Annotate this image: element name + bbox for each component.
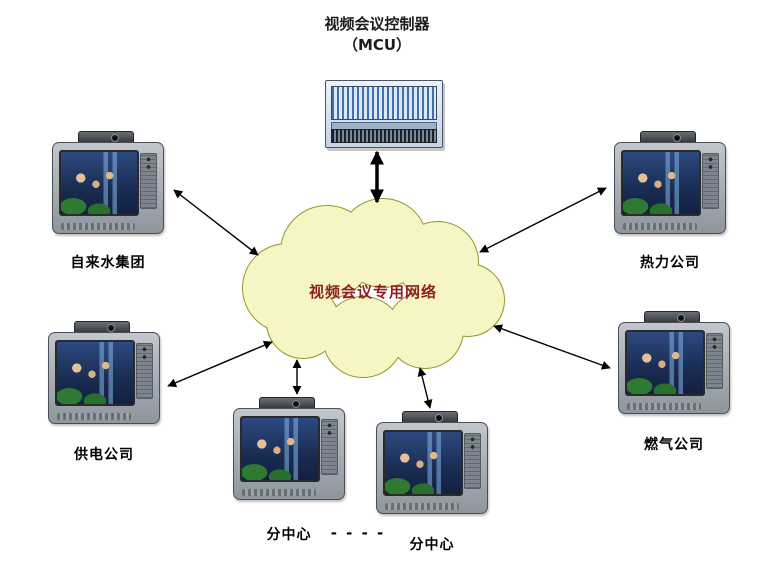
tv-control-panel (136, 343, 153, 399)
tv-screen (240, 416, 320, 482)
label-subcenter-right: 分中心 (409, 537, 455, 553)
subcenter-dashes: - - - - (330, 524, 386, 542)
link-cloud-power (167, 341, 273, 387)
mcu-device-icon (325, 80, 443, 148)
tv-control-panel (321, 419, 338, 475)
tv-terminal-water (52, 131, 164, 234)
tv-control-panel (140, 153, 157, 209)
mcu-vents (331, 129, 437, 143)
tv-speaker-grill (61, 223, 135, 230)
tv-control-panel (706, 333, 723, 389)
tv-screen (383, 430, 463, 496)
link-cloud-subcenter-right (417, 367, 433, 409)
tv-control-panel (702, 153, 719, 209)
tv-screen (625, 330, 705, 396)
tv-screen (59, 150, 139, 216)
tv-body (48, 332, 160, 424)
tv-screen (55, 340, 135, 406)
tv-speaker-grill (242, 489, 316, 496)
tv-body (618, 322, 730, 414)
tv-body (376, 422, 488, 514)
tv-speaker-grill (57, 413, 131, 420)
tv-terminal-power (48, 321, 160, 424)
tv-terminal-subcenter-right (376, 411, 488, 514)
cloud-label: 视频会议专用网络 (308, 283, 437, 301)
link-cloud-heating (479, 187, 607, 253)
tv-body (52, 142, 164, 234)
tv-terminal-gas (618, 311, 730, 414)
network-cloud-icon (242, 198, 505, 378)
link-cloud-gas (493, 324, 611, 370)
mcu-title-line1: 视频会议控制器 (324, 15, 430, 33)
tv-terminal-subcenter-left (233, 397, 345, 500)
tv-screen (621, 150, 701, 216)
label-water: 自来水集团 (70, 255, 146, 271)
tv-speaker-grill (627, 403, 701, 410)
tv-control-panel (464, 433, 481, 489)
mcu-title: 视频会议控制器 （MCU） (287, 14, 467, 56)
label-heating: 热力公司 (640, 255, 700, 271)
label-gas: 燃气公司 (644, 437, 704, 453)
link-cloud-water (173, 189, 259, 256)
label-power: 供电公司 (74, 447, 134, 463)
tv-body (614, 142, 726, 234)
tv-speaker-grill (385, 503, 459, 510)
camera-icon (78, 131, 134, 145)
mcu-title-line2: （MCU） (342, 36, 412, 54)
tv-speaker-grill (623, 223, 697, 230)
tv-terminal-heating (614, 131, 726, 234)
mcu-card-slots (331, 86, 437, 120)
tv-body (233, 408, 345, 500)
label-subcenter-left: 分中心 (266, 527, 312, 543)
